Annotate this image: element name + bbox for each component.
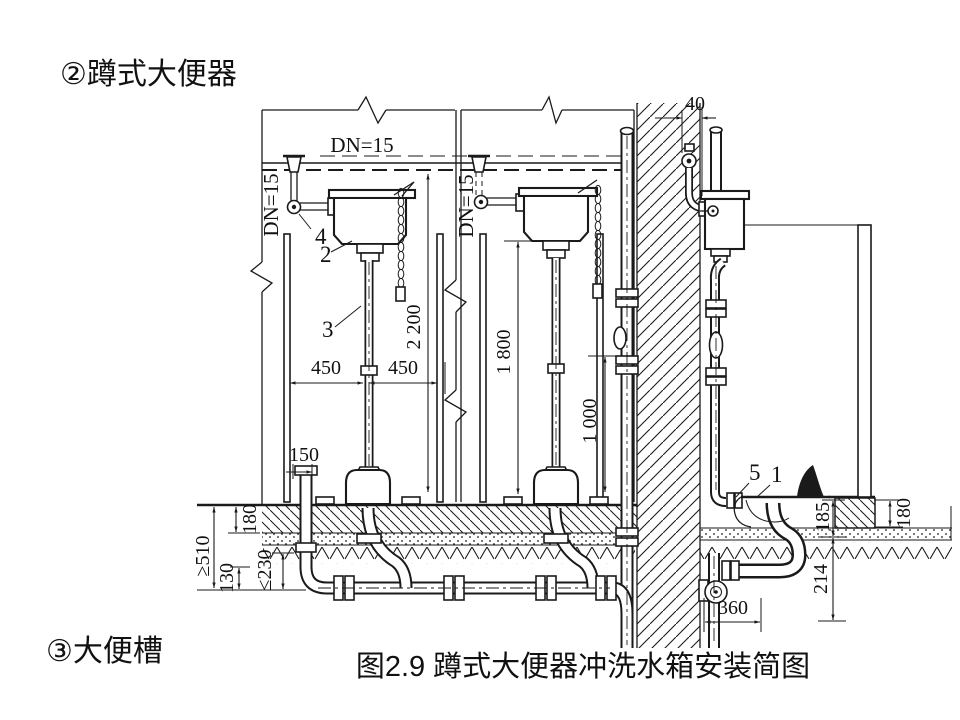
dim-trap-offset: 360 [718, 597, 748, 619]
cistern-lid [517, 186, 599, 198]
flush-lever [393, 181, 415, 196]
side-trap-and-stack [698, 502, 807, 648]
chain-handle [395, 286, 406, 302]
part-label-2: 2 [320, 242, 332, 267]
part-label-5: 5 [749, 460, 761, 485]
dim-slab-thickness: 180 [239, 504, 261, 534]
flush-pipe-2 [547, 258, 565, 470]
dim-depth-min: ≥510 [192, 536, 214, 577]
dim-pan-rim-height: 185 [812, 502, 834, 532]
break-symbol [541, 95, 563, 125]
pipe-spec-header: DN=15 [330, 133, 393, 157]
flush-pipe-1 [360, 260, 378, 470]
platform-step [829, 495, 876, 529]
pull-chain-2 [592, 184, 603, 299]
part-label-1: 1 [771, 462, 783, 487]
cistern-1 [327, 181, 417, 262]
break-symbol [443, 389, 468, 423]
pipe-clamp [613, 326, 627, 350]
side-cistern [699, 189, 751, 263]
part-label-3: 3 [322, 317, 334, 342]
cleanout-flange [294, 465, 318, 476]
break-symbol [357, 95, 387, 125]
squat-pan-1 [315, 466, 421, 506]
part-label-4: 4 [315, 224, 327, 249]
angle-valve-2 [468, 154, 525, 212]
pull-chain-1 [395, 187, 406, 302]
supply-pipe [262, 155, 634, 171]
side-floor [700, 527, 952, 559]
side-partition [745, 224, 872, 498]
front-view [197, 95, 639, 648]
pipe-spec-stall2: DN=15 [454, 174, 478, 237]
dim-supply-height: 2 200 [403, 305, 425, 350]
flush-lever [577, 179, 598, 194]
dim-spacing-right: 450 [388, 357, 418, 379]
side-squat-pan [733, 465, 830, 528]
dim-cleanout-offset: 150 [289, 444, 319, 466]
side-flush-pipe [705, 257, 743, 509]
chain-handle [592, 283, 603, 299]
dim-wall-offset: 40 [685, 93, 705, 115]
dimensions: DN=15 DN=15 DN=15 450 450 2 200 1 800 1 … [192, 93, 952, 632]
dim-cistern-height: 1 800 [493, 330, 515, 375]
dim-support-height: 1 000 [579, 399, 601, 444]
figure-caption: 图2.9 蹲式大便器冲洗水箱安装简图 [356, 650, 810, 683]
dim-step-height: 180 [893, 498, 915, 528]
dim-spacing-left: 450 [311, 357, 341, 379]
side-riser-pipe [709, 126, 723, 200]
pipe-spec-stall1: DN=15 [259, 173, 283, 236]
ground-hatch [700, 542, 952, 559]
part-callouts: 4 2 3 5 1 [298, 213, 783, 498]
page-heading: ②蹲式大便器 [60, 58, 237, 91]
dim-drain-depth-max: ≤230 [254, 550, 276, 591]
flush-spout [797, 465, 824, 497]
break-symbol [443, 279, 468, 313]
break-symbol [249, 261, 274, 293]
squat-pan-2 [503, 466, 609, 506]
underfloor-drain [294, 136, 634, 648]
angle-valve-1 [283, 154, 337, 216]
dim-drain-depth: 130 [216, 563, 238, 593]
stall-boundaries [249, 95, 635, 505]
dim-trap-depth: 214 [810, 564, 832, 594]
floor-slab [197, 503, 637, 564]
side-view [681, 126, 952, 648]
ground-hatch [263, 547, 635, 564]
page-subheading: ③大便槽 [46, 635, 163, 668]
cistern-2 [517, 179, 599, 259]
